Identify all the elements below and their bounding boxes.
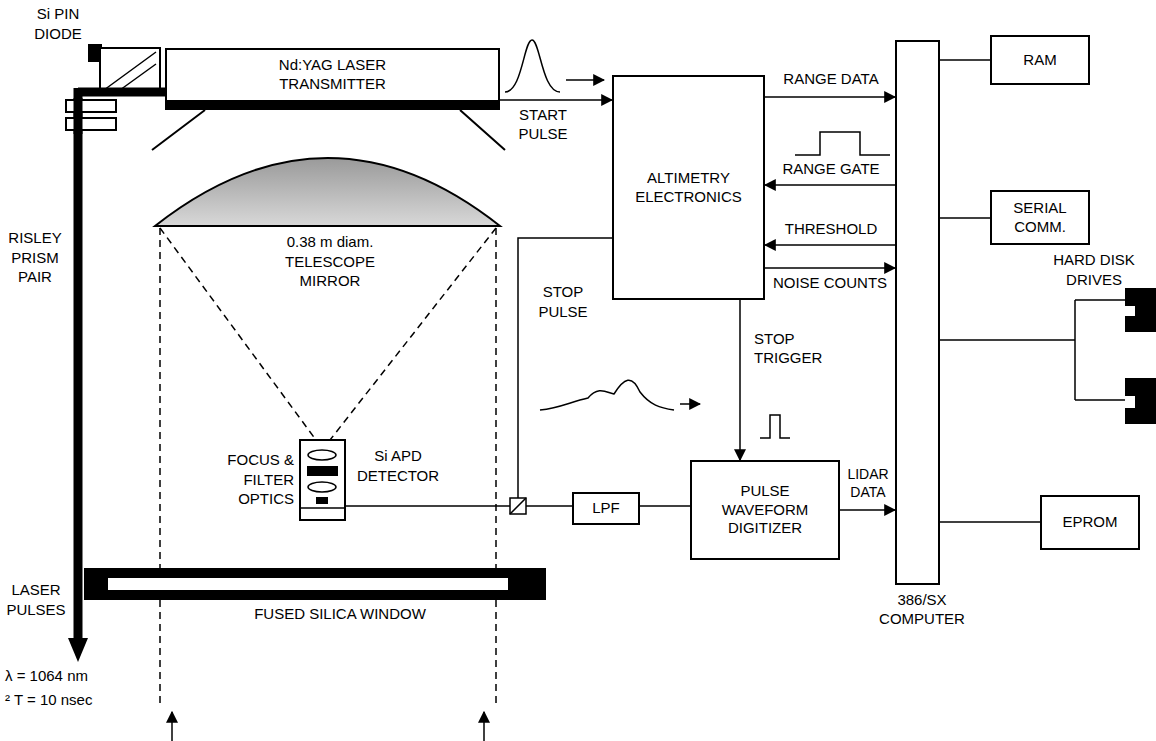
computer-box: 386/SX COMPUTER (895, 40, 940, 585)
signal-label: LASER PULSES (2, 580, 70, 619)
receive-cone (160, 228, 496, 440)
signal-connector (640, 505, 690, 507)
filter (307, 466, 338, 476)
signal-wire (345, 505, 510, 507)
gate-glyph (795, 132, 890, 155)
hard-disk (1125, 378, 1156, 424)
return-arrow (171, 712, 173, 741)
digitizer-box: PULSE WAVEFORM DIGITIZER (690, 460, 840, 560)
signal-connector (739, 300, 741, 460)
laser-box: Nd:YAG LASER TRANSMITTER (165, 48, 500, 110)
signal-connector (765, 96, 895, 98)
mirror-mount (152, 110, 505, 150)
disk-bus (940, 300, 1125, 400)
return-arrow (483, 712, 485, 741)
box-label: ALTIMETRY ELECTRONICS (618, 169, 759, 207)
signal-label: RANGE GATE (772, 160, 890, 179)
field-of-view (160, 228, 496, 705)
optics-housing (300, 440, 345, 520)
signal-connector (940, 521, 1040, 523)
box-label: EPROM (1062, 513, 1117, 532)
signal-label: THRESHOLD (772, 220, 890, 239)
pickoff-prism (100, 48, 160, 94)
telescope-mirror (155, 158, 500, 226)
hard-disk (1125, 288, 1156, 332)
signal-label: RANGE DATA (772, 70, 890, 89)
waveform-glyph (540, 380, 674, 410)
signal-connector (840, 509, 895, 511)
part-label: Si APD DETECTOR (350, 446, 446, 485)
part-label: RISLEY PRISM PAIR (2, 228, 68, 287)
lens (308, 450, 336, 460)
box-label: LPF (592, 499, 620, 518)
box-label: PULSE WAVEFORM DIGITIZER (696, 482, 834, 538)
splitter (510, 498, 526, 514)
signal-label: STOP PULSE (528, 282, 598, 321)
part-label: HARD DISK DRIVES (1035, 250, 1153, 289)
laser-beam (78, 88, 165, 97)
pulse-glyph (505, 40, 560, 92)
spec-label: λ = 1064 nm (5, 666, 155, 686)
signal-connector (500, 99, 612, 101)
lens (308, 482, 336, 492)
window-frame (84, 568, 546, 600)
box-label: SERIAL COMM. (996, 199, 1084, 237)
signal-label: NOISE COUNTS (768, 274, 892, 293)
part-label: FOCUS & FILTER OPTICS (200, 450, 294, 509)
signal-connector (765, 184, 895, 186)
signal-label: LIDAR DATA (842, 466, 894, 501)
trigger-glyph (760, 415, 790, 438)
signal-label: START PULSE (512, 106, 574, 144)
box-label: 386/SX COMPUTER (857, 591, 987, 629)
box-label: Nd:YAG LASER TRANSMITTER (238, 56, 428, 94)
serial-box: SERIAL COMM. (990, 190, 1090, 245)
signal-connector (765, 267, 895, 269)
signal-connector (765, 244, 895, 246)
electronics-box: ALTIMETRY ELECTRONICS (612, 75, 765, 300)
spec-label: ² T = 10 nsec (5, 690, 155, 710)
signal-connector (940, 217, 990, 219)
laser-beam (74, 88, 83, 640)
stop-pulse-wire (518, 238, 612, 498)
part-label: FUSED SILICA WINDOW (200, 604, 480, 624)
apd-chip (316, 497, 328, 504)
part-label: Si PIN DIODE (18, 4, 98, 43)
signal-connector (940, 59, 990, 61)
part-label: 0.38 m diam. TELESCOPE MIRROR (268, 232, 392, 291)
signal-label: STOP TRIGGER (752, 330, 832, 368)
filter-box: LPF (572, 492, 640, 525)
memory-box: RAM (990, 35, 1090, 85)
window-glass (108, 578, 508, 590)
box-label: RAM (1023, 51, 1056, 70)
eprom-box: EPROM (1040, 495, 1140, 550)
signal-wire (526, 505, 572, 507)
